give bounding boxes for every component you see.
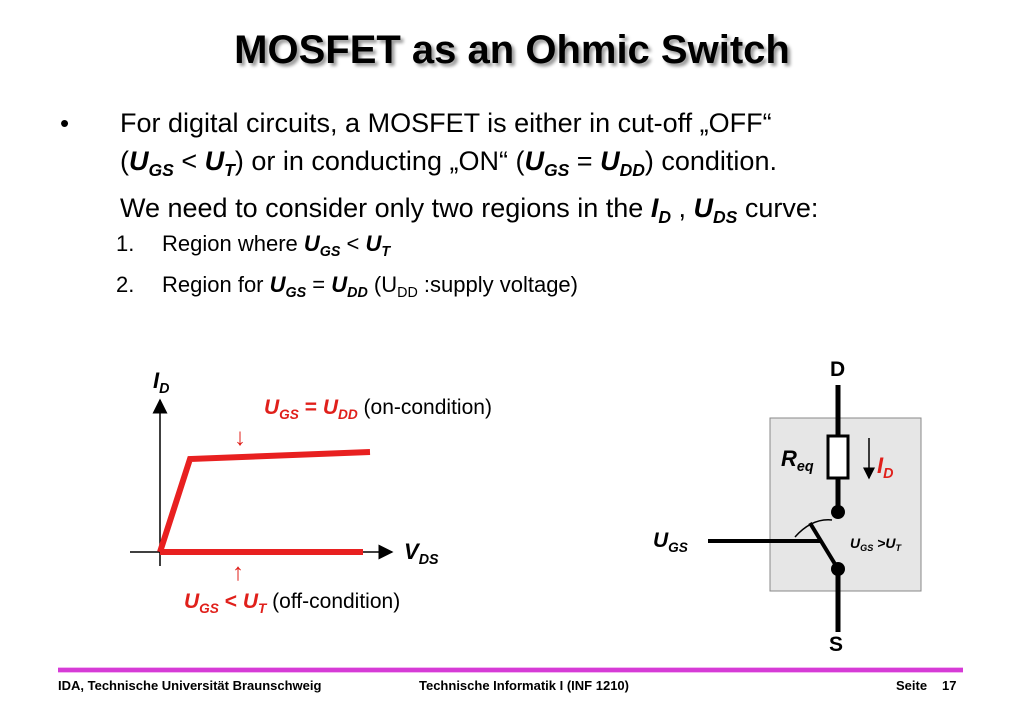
source-label: S	[829, 633, 844, 656]
footer-seite: Seite	[896, 678, 928, 693]
y-axis-label: ID	[153, 368, 170, 397]
bullet-line-1: For digital circuits, a MOSFET is either…	[120, 108, 772, 138]
switch-blade	[808, 521, 840, 571]
switch-arc	[794, 519, 833, 538]
arrow-up-icon: ↑	[232, 559, 244, 586]
resistor-req	[826, 434, 850, 480]
bullet-line-3: We need to consider only two regions in …	[120, 193, 819, 228]
switch-top-contact	[831, 505, 845, 519]
req-label: Req	[781, 446, 814, 475]
list-item-2: 2.Region for UGS = UDD (UDD :supply volt…	[116, 272, 578, 301]
slide-title: MOSFET as an Ohmic Switch	[234, 28, 790, 72]
off-condition-label: UGS < UT (off-condition)	[184, 590, 401, 616]
footer-institution: IDA, Technische Universität Braunschweig	[58, 678, 322, 693]
bullet-line-2: (UGS < UT) or in conducting „ON“ (UGS = …	[120, 146, 777, 181]
drain-label: D	[830, 358, 846, 381]
ugs-input-label: UGS	[653, 529, 688, 555]
x-axis-label: VDS	[404, 539, 439, 568]
on-curve	[157, 449, 371, 553]
footer-page-number: 17	[942, 678, 957, 693]
on-condition-label: UGS = UDD (on-condition)	[264, 396, 492, 422]
list-item-1: 1.Region where UGS < UT	[116, 231, 391, 260]
bullet-text: For digital circuits, a MOSFET is either…	[120, 104, 818, 236]
arrow-down-icon: ↓	[234, 424, 246, 451]
switch-condition-label: UGS >UT	[850, 535, 902, 554]
footer-course: Technische Informatik I (INF 1210)	[419, 678, 629, 693]
footer-divider	[58, 667, 963, 673]
bullet-marker: •	[60, 108, 70, 138]
id-current-label: ID	[877, 453, 894, 482]
